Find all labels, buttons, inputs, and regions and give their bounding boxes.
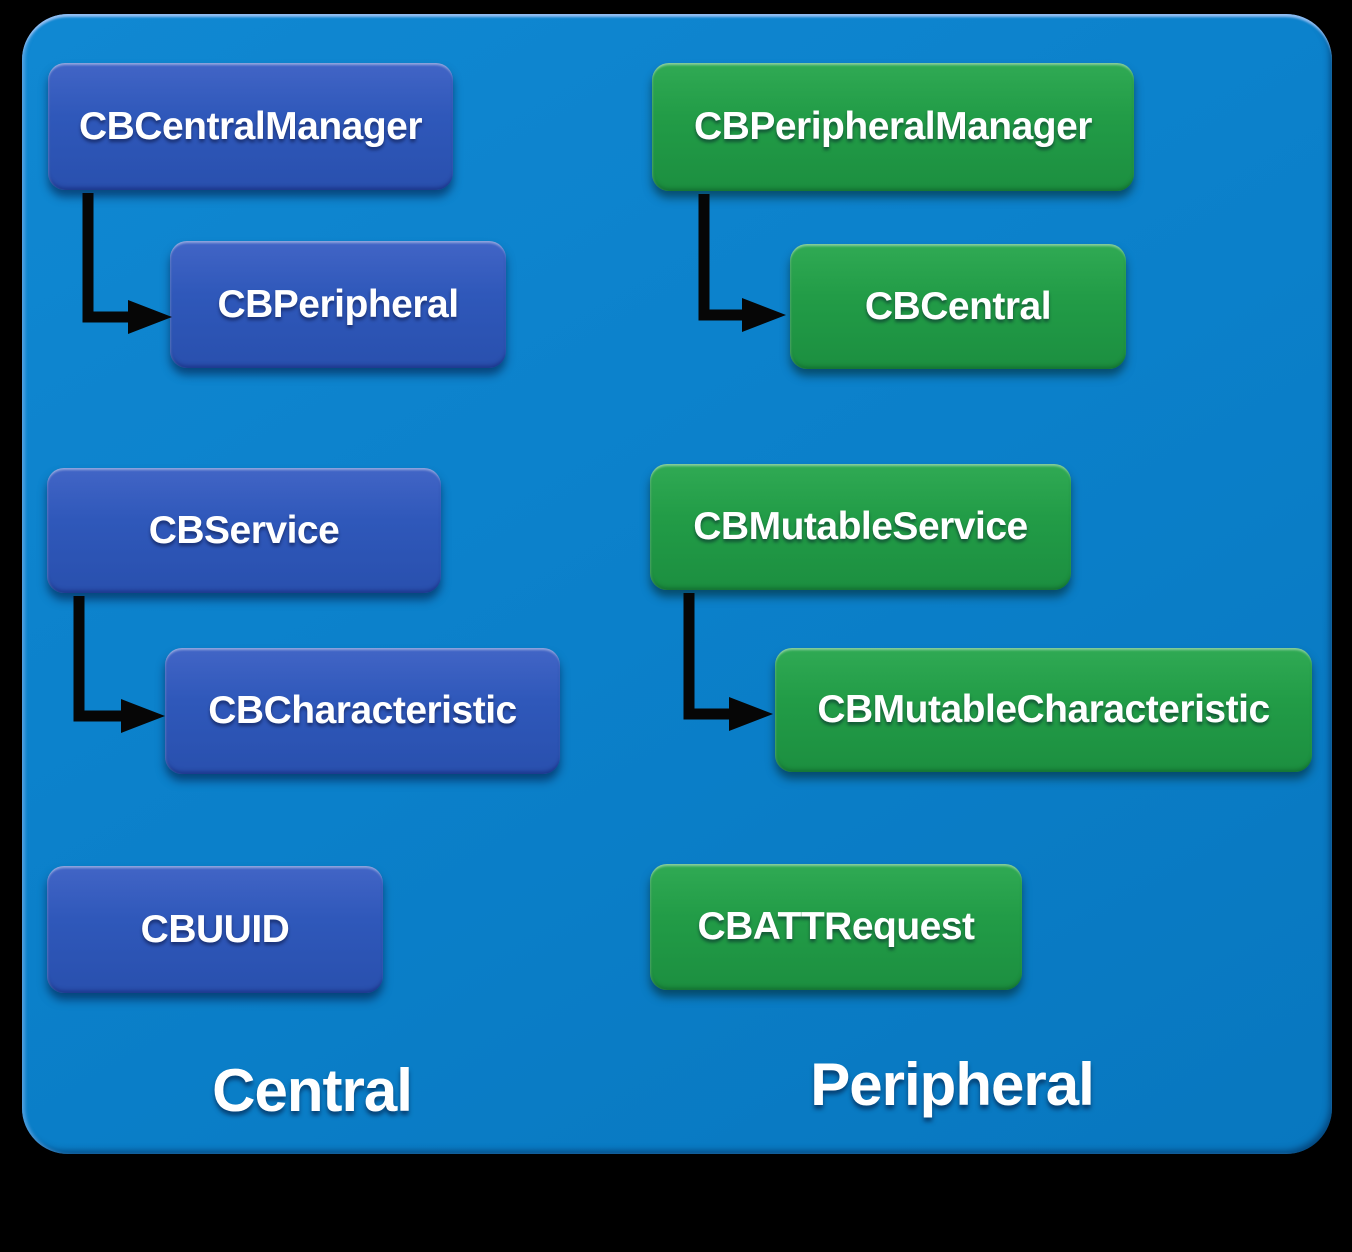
node-cbperipheral: CBPeripheral <box>170 241 506 368</box>
node-cbservice: CBService <box>47 468 441 593</box>
node-cbcharacteristic: CBCharacteristic <box>165 648 560 774</box>
node-cbcentralmanager: CBCentralManager <box>48 63 453 190</box>
node-cbuuid: CBUUID <box>47 866 383 993</box>
node-cbmutableservice: CBMutableService <box>650 464 1071 590</box>
central-section-label: Central <box>212 1057 413 1124</box>
node-cbattrequest: CBATTRequest <box>650 864 1022 990</box>
node-cbperipheralmanager: CBPeripheralManager <box>652 63 1134 191</box>
peripheral-section-label: Peripheral <box>810 1051 1094 1118</box>
node-cbmutablecharacteristic: CBMutableCharacteristic <box>775 648 1312 772</box>
node-cbcentral: CBCentral <box>790 244 1126 369</box>
